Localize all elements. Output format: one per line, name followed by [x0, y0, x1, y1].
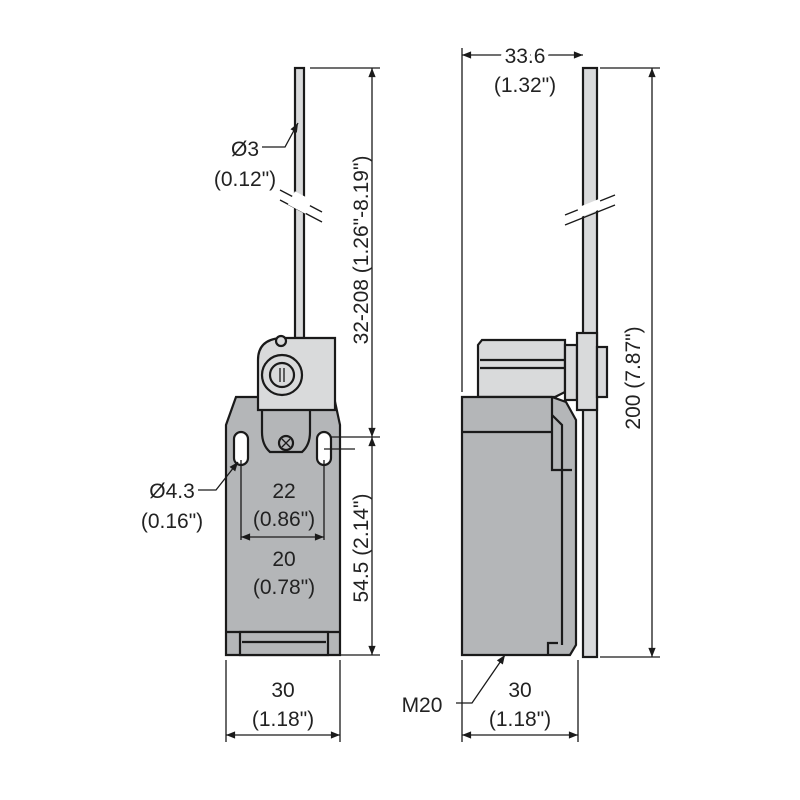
- rod-length-label: 32-208 (1.26"-8.19"): [350, 156, 373, 345]
- front-height-label: 54.5 (2.14"): [350, 493, 373, 602]
- side-dimensions: 33.6 (1.32") 200 (7.87") M20 30 (1.18"): [402, 41, 660, 742]
- hole-diameter-inch-label: (0.16"): [141, 510, 203, 533]
- side-depth-label: 33.6: [505, 45, 546, 68]
- side-view: [460, 66, 616, 659]
- side-depth-inch-label: (1.32"): [494, 74, 556, 97]
- front-view: [224, 66, 342, 657]
- side-total-height-label: 200 (7.87"): [622, 326, 645, 429]
- slot-spacing-outer-label: 22: [272, 480, 295, 503]
- slot-spacing-inner-label: 20: [272, 548, 295, 571]
- side-body: [460, 395, 578, 657]
- hole-diameter-label: Ø4.3: [149, 480, 195, 503]
- rod-collar: [575, 331, 599, 412]
- side-width-label: 30: [508, 679, 531, 702]
- thread-label: M20: [402, 694, 443, 717]
- slot-spacing-inner-inch-label: (0.78"): [253, 576, 315, 599]
- rod-diameter-inch-label: (0.12"): [214, 168, 276, 191]
- side-width-inch-label: (1.18"): [489, 708, 551, 731]
- rod-diameter-label: Ø3: [231, 138, 259, 161]
- front-width-label: 30: [271, 679, 294, 702]
- front-width-inch-label: (1.18"): [252, 708, 314, 731]
- slot-spacing-outer-inch-label: (0.86"): [253, 508, 315, 531]
- front-dimensions: 32-208 (1.26"-8.19") 54.5 (2.14") Ø3 (0.…: [141, 67, 380, 742]
